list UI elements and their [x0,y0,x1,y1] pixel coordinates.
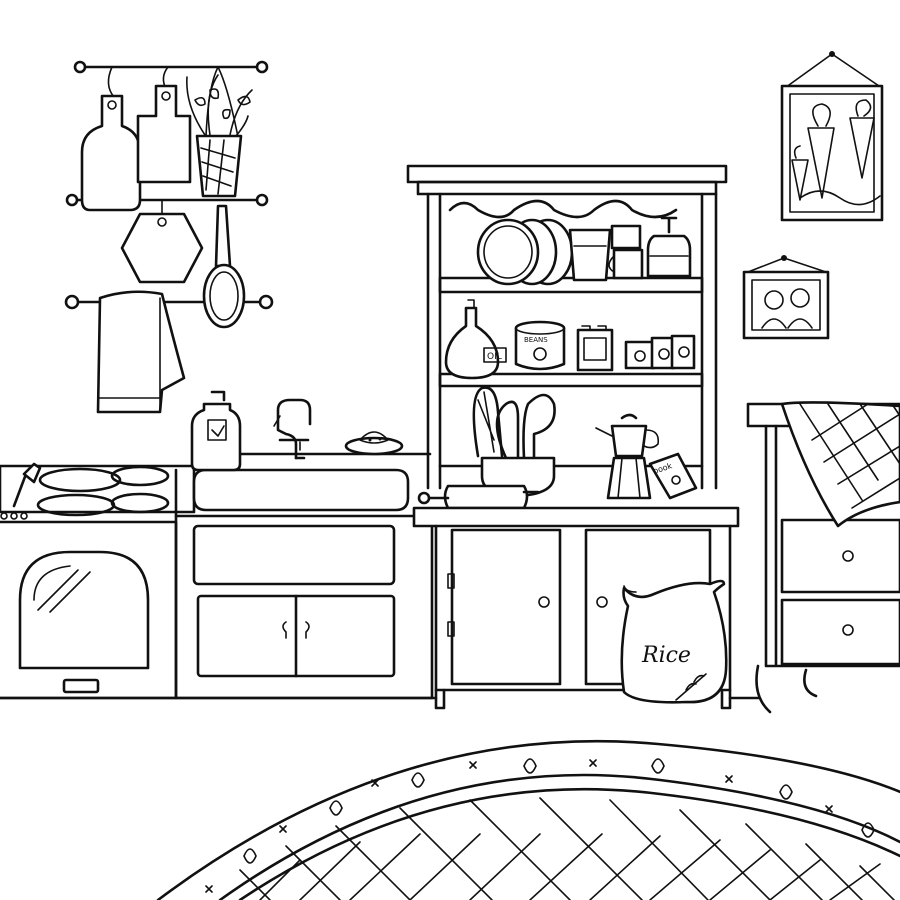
utensil-holder [472,386,556,498]
rice-sack-label: Rice [641,643,691,668]
hutch-crown [406,164,728,184]
stove-knob [10,512,18,520]
glass-jar [568,228,612,282]
burner [110,492,170,514]
round-rug [156,739,900,900]
stove-knob [20,512,28,520]
hanging-plant [186,66,253,198]
rail-knob [73,60,87,74]
hutch-shelf [438,372,704,388]
rail-knob [255,60,269,74]
spice-jars [624,334,696,370]
soap-dish [344,431,404,456]
moka-pot [595,413,660,500]
rug-border-pattern [205,758,875,893]
stacked-plates [476,218,574,286]
mugs [608,224,644,280]
rolling-pin [417,484,540,510]
faucet [273,398,312,460]
seasoning-box [576,325,614,372]
wall-rack [64,60,274,414]
stove [0,462,196,700]
drawer-knob [842,550,854,562]
stove-knob [0,512,8,520]
recipe-book: book [648,452,698,500]
burner [38,467,122,493]
drawer-knob [842,624,854,636]
hutch-shelf [438,276,704,294]
bottle [646,216,692,278]
door-knob [596,596,608,608]
oil-bottle-label: OIL [487,352,502,362]
checkered-cloth [780,401,900,528]
soap-dispenser [190,390,242,472]
cabinet-drawer [780,518,900,594]
canister-label: BEANS [524,336,548,344]
dish-towel [96,290,186,414]
hutch-countertop [412,506,740,528]
oven-handle [62,678,100,694]
rice-sack: Rice [620,579,728,704]
oven-window [18,550,150,670]
carrot-picture-frame [780,51,884,222]
cabinet-drawer [780,598,900,666]
sink-drawer [192,524,396,586]
burner [110,465,170,487]
rail-knob [255,193,269,207]
rail-knob [65,193,79,207]
oil-bottle: OIL [444,299,507,380]
bean-canister: BEANS [514,320,566,371]
cutting-board [136,66,192,184]
sink-basin [192,468,410,512]
side-cabinet [746,401,900,714]
door-knob [538,596,550,608]
spatula [12,462,42,508]
hexagon-board [120,199,204,284]
rail-knob [258,294,274,310]
cabinet-handle [282,621,310,639]
couple-picture-frame [742,255,830,340]
frying-pan [202,204,246,329]
hutch-door-left [450,528,562,686]
sink-counter [174,390,434,700]
rail-knob [64,294,80,310]
cutting-board [80,66,142,212]
